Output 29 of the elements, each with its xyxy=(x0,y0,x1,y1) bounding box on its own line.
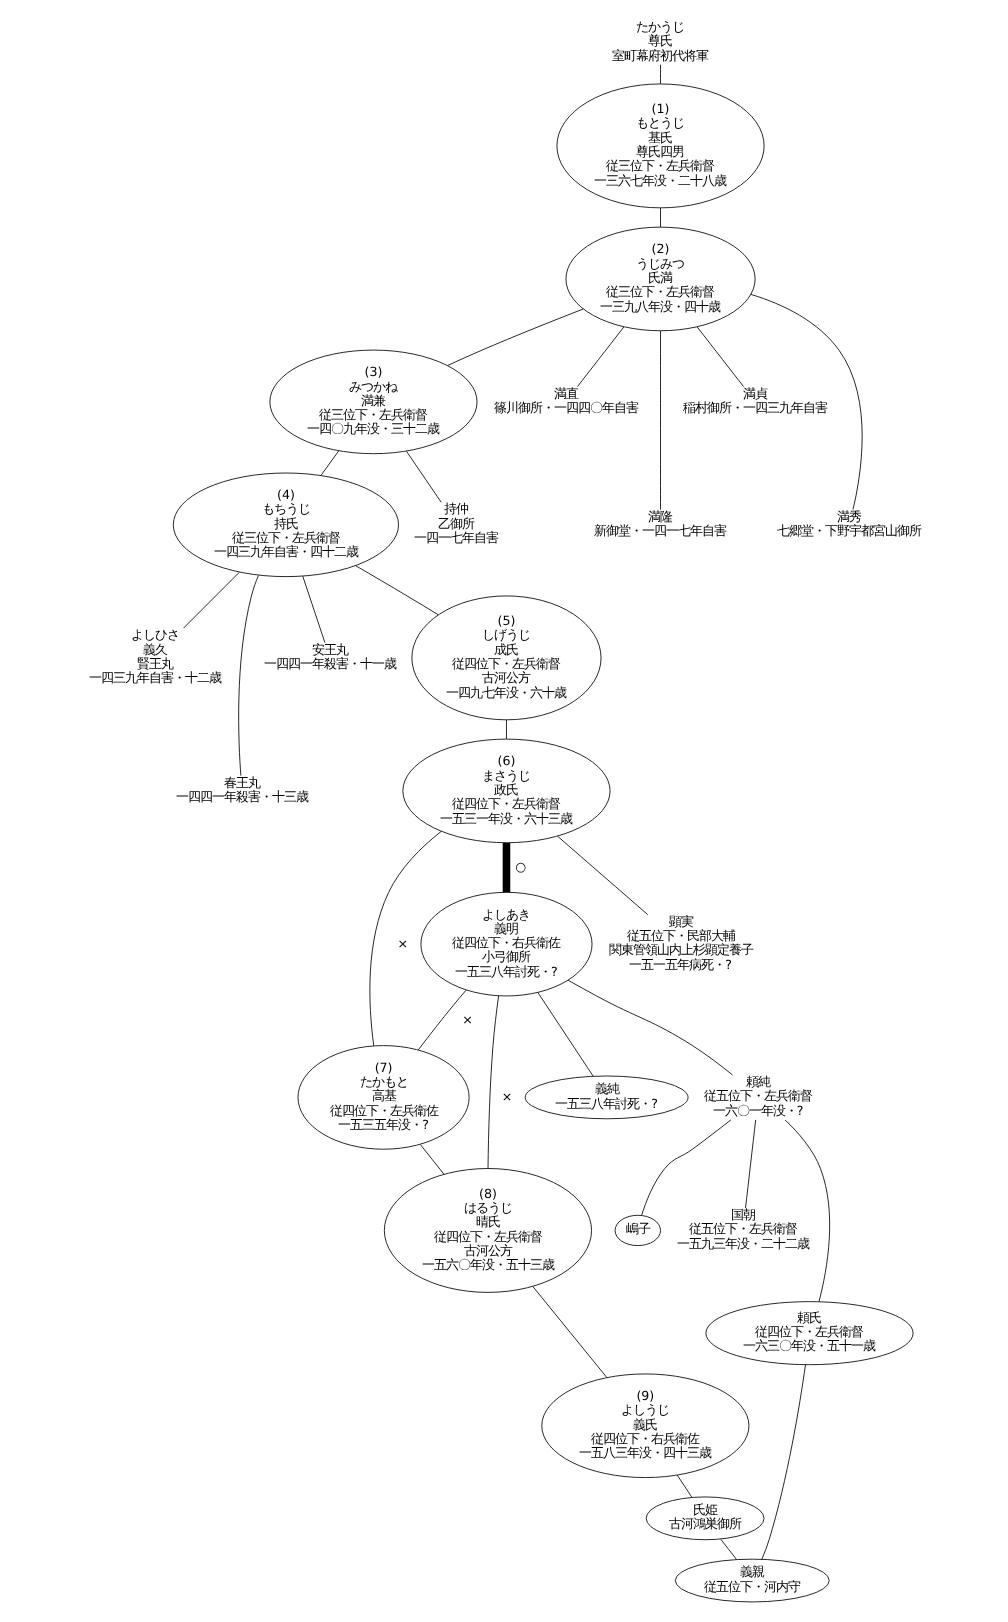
connector xyxy=(659,64,660,85)
connector xyxy=(659,207,660,228)
connector xyxy=(368,830,441,1047)
connector xyxy=(501,842,510,893)
connector xyxy=(418,1144,444,1175)
connector xyxy=(760,1364,805,1560)
connector xyxy=(675,1474,692,1498)
connector xyxy=(744,1119,756,1209)
connector xyxy=(576,326,624,388)
connector xyxy=(405,450,441,503)
connector xyxy=(319,450,339,476)
connector xyxy=(531,1286,607,1378)
connector xyxy=(556,835,648,916)
connector xyxy=(301,575,325,644)
connector xyxy=(719,1538,736,1560)
connector xyxy=(416,989,466,1051)
connector xyxy=(695,326,743,388)
connector xyxy=(446,308,583,366)
connector xyxy=(486,995,499,1169)
connector xyxy=(749,293,862,510)
connector xyxy=(505,719,506,740)
connector xyxy=(566,979,732,1076)
connector xyxy=(640,1119,731,1216)
connector xyxy=(659,330,660,511)
connector xyxy=(182,571,239,629)
connector xyxy=(237,575,258,777)
connector xyxy=(536,992,593,1077)
connector xyxy=(783,1119,830,1303)
connector xyxy=(354,565,438,616)
